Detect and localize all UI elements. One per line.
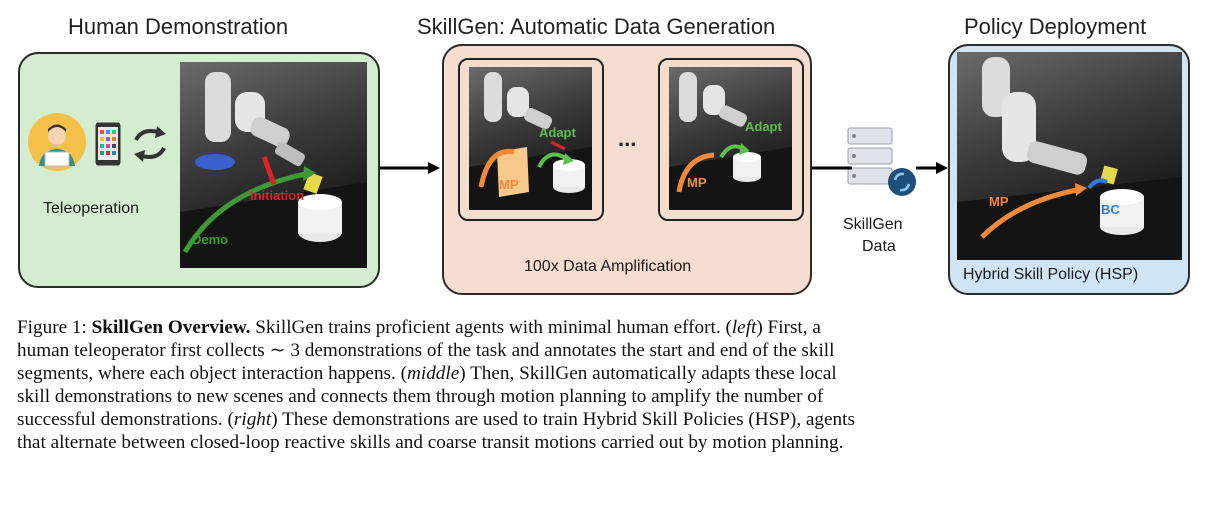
caption-middle-tag: middle xyxy=(407,363,460,384)
figure-caption: Figure 1: SkillGen Overview. SkillGen tr… xyxy=(17,316,1193,454)
skillgen-data-label-line2: Data xyxy=(862,238,896,255)
caption-text-1-end: First, a xyxy=(767,317,821,338)
sync-arrows-icon xyxy=(130,124,170,164)
adapt-label-2: Adapt xyxy=(745,119,782,134)
figure-number: Figure 1: xyxy=(17,317,87,338)
bc-label: BC xyxy=(1101,202,1120,217)
caption-left-tag: left xyxy=(731,317,757,338)
caption-line-4: skill demonstrations to new scenes and c… xyxy=(17,386,824,407)
caption-line-3: segments, where each object interaction … xyxy=(17,363,837,384)
generated-demo-photo-1: MP Adapt xyxy=(469,67,592,210)
caption-line-5: successful demonstrations. (right) These… xyxy=(17,409,855,430)
ellipsis-more: ... xyxy=(618,126,637,151)
caption-line-2: human teleoperator first collects ∼ 3 de… xyxy=(17,340,835,361)
generated-demo-frame-2 xyxy=(658,58,804,221)
skillgen-data-label-line1: SkillGen xyxy=(843,216,903,233)
teleoperation-label: Teleoperation xyxy=(43,200,140,217)
human-demo-robot-photo: Initiation Demo xyxy=(180,62,367,268)
caption-right-tag: right xyxy=(233,409,272,430)
arrow-to-generation xyxy=(380,160,442,176)
caption-text-5: successful demonstrations. xyxy=(17,409,223,430)
demo-label: Demo xyxy=(192,232,229,247)
caption-text-5-end: These demonstrations are used to train H… xyxy=(282,409,855,430)
adapt-label-1: Adapt xyxy=(539,125,576,140)
mp-label-1: MP xyxy=(499,177,519,192)
caption-line-1: Figure 1: SkillGen Overview. SkillGen tr… xyxy=(17,317,821,338)
generated-demo-frame-1 xyxy=(458,58,604,221)
caption-title: SkillGen Overview. xyxy=(91,317,251,338)
data-amplification-label: 100x Data Amplification xyxy=(524,258,692,275)
caption-line-6: that alternate between closed-loop react… xyxy=(17,432,844,453)
caption-text-1: SkillGen trains proficient agents with m… xyxy=(255,317,721,338)
mp-label-deploy: MP xyxy=(989,194,1009,209)
arrow-to-deployment xyxy=(916,160,950,176)
section-title-human-demonstration: Human Demonstration xyxy=(68,14,289,39)
phone-app-icon xyxy=(95,122,121,166)
arrow-to-data xyxy=(812,161,852,175)
generated-demo-photo-2: MP Adapt xyxy=(669,67,792,210)
person-laptop-icon xyxy=(27,112,87,172)
server-data-icon xyxy=(840,124,920,198)
section-title-skillgen: SkillGen: Automatic Data Generation xyxy=(417,14,776,39)
caption-text-3: segments, where each object interaction … xyxy=(17,363,396,384)
mp-label-2: MP xyxy=(687,175,707,190)
caption-text-3-end: Then, SkillGen automatically adapts thes… xyxy=(470,363,837,384)
hsp-label: Hybrid Skill Policy (HSP) xyxy=(963,266,1139,283)
deployment-robot-photo: MP BC xyxy=(957,52,1182,260)
initiation-label: Initiation xyxy=(250,188,305,203)
section-title-policy-deployment: Policy Deployment xyxy=(964,14,1147,39)
